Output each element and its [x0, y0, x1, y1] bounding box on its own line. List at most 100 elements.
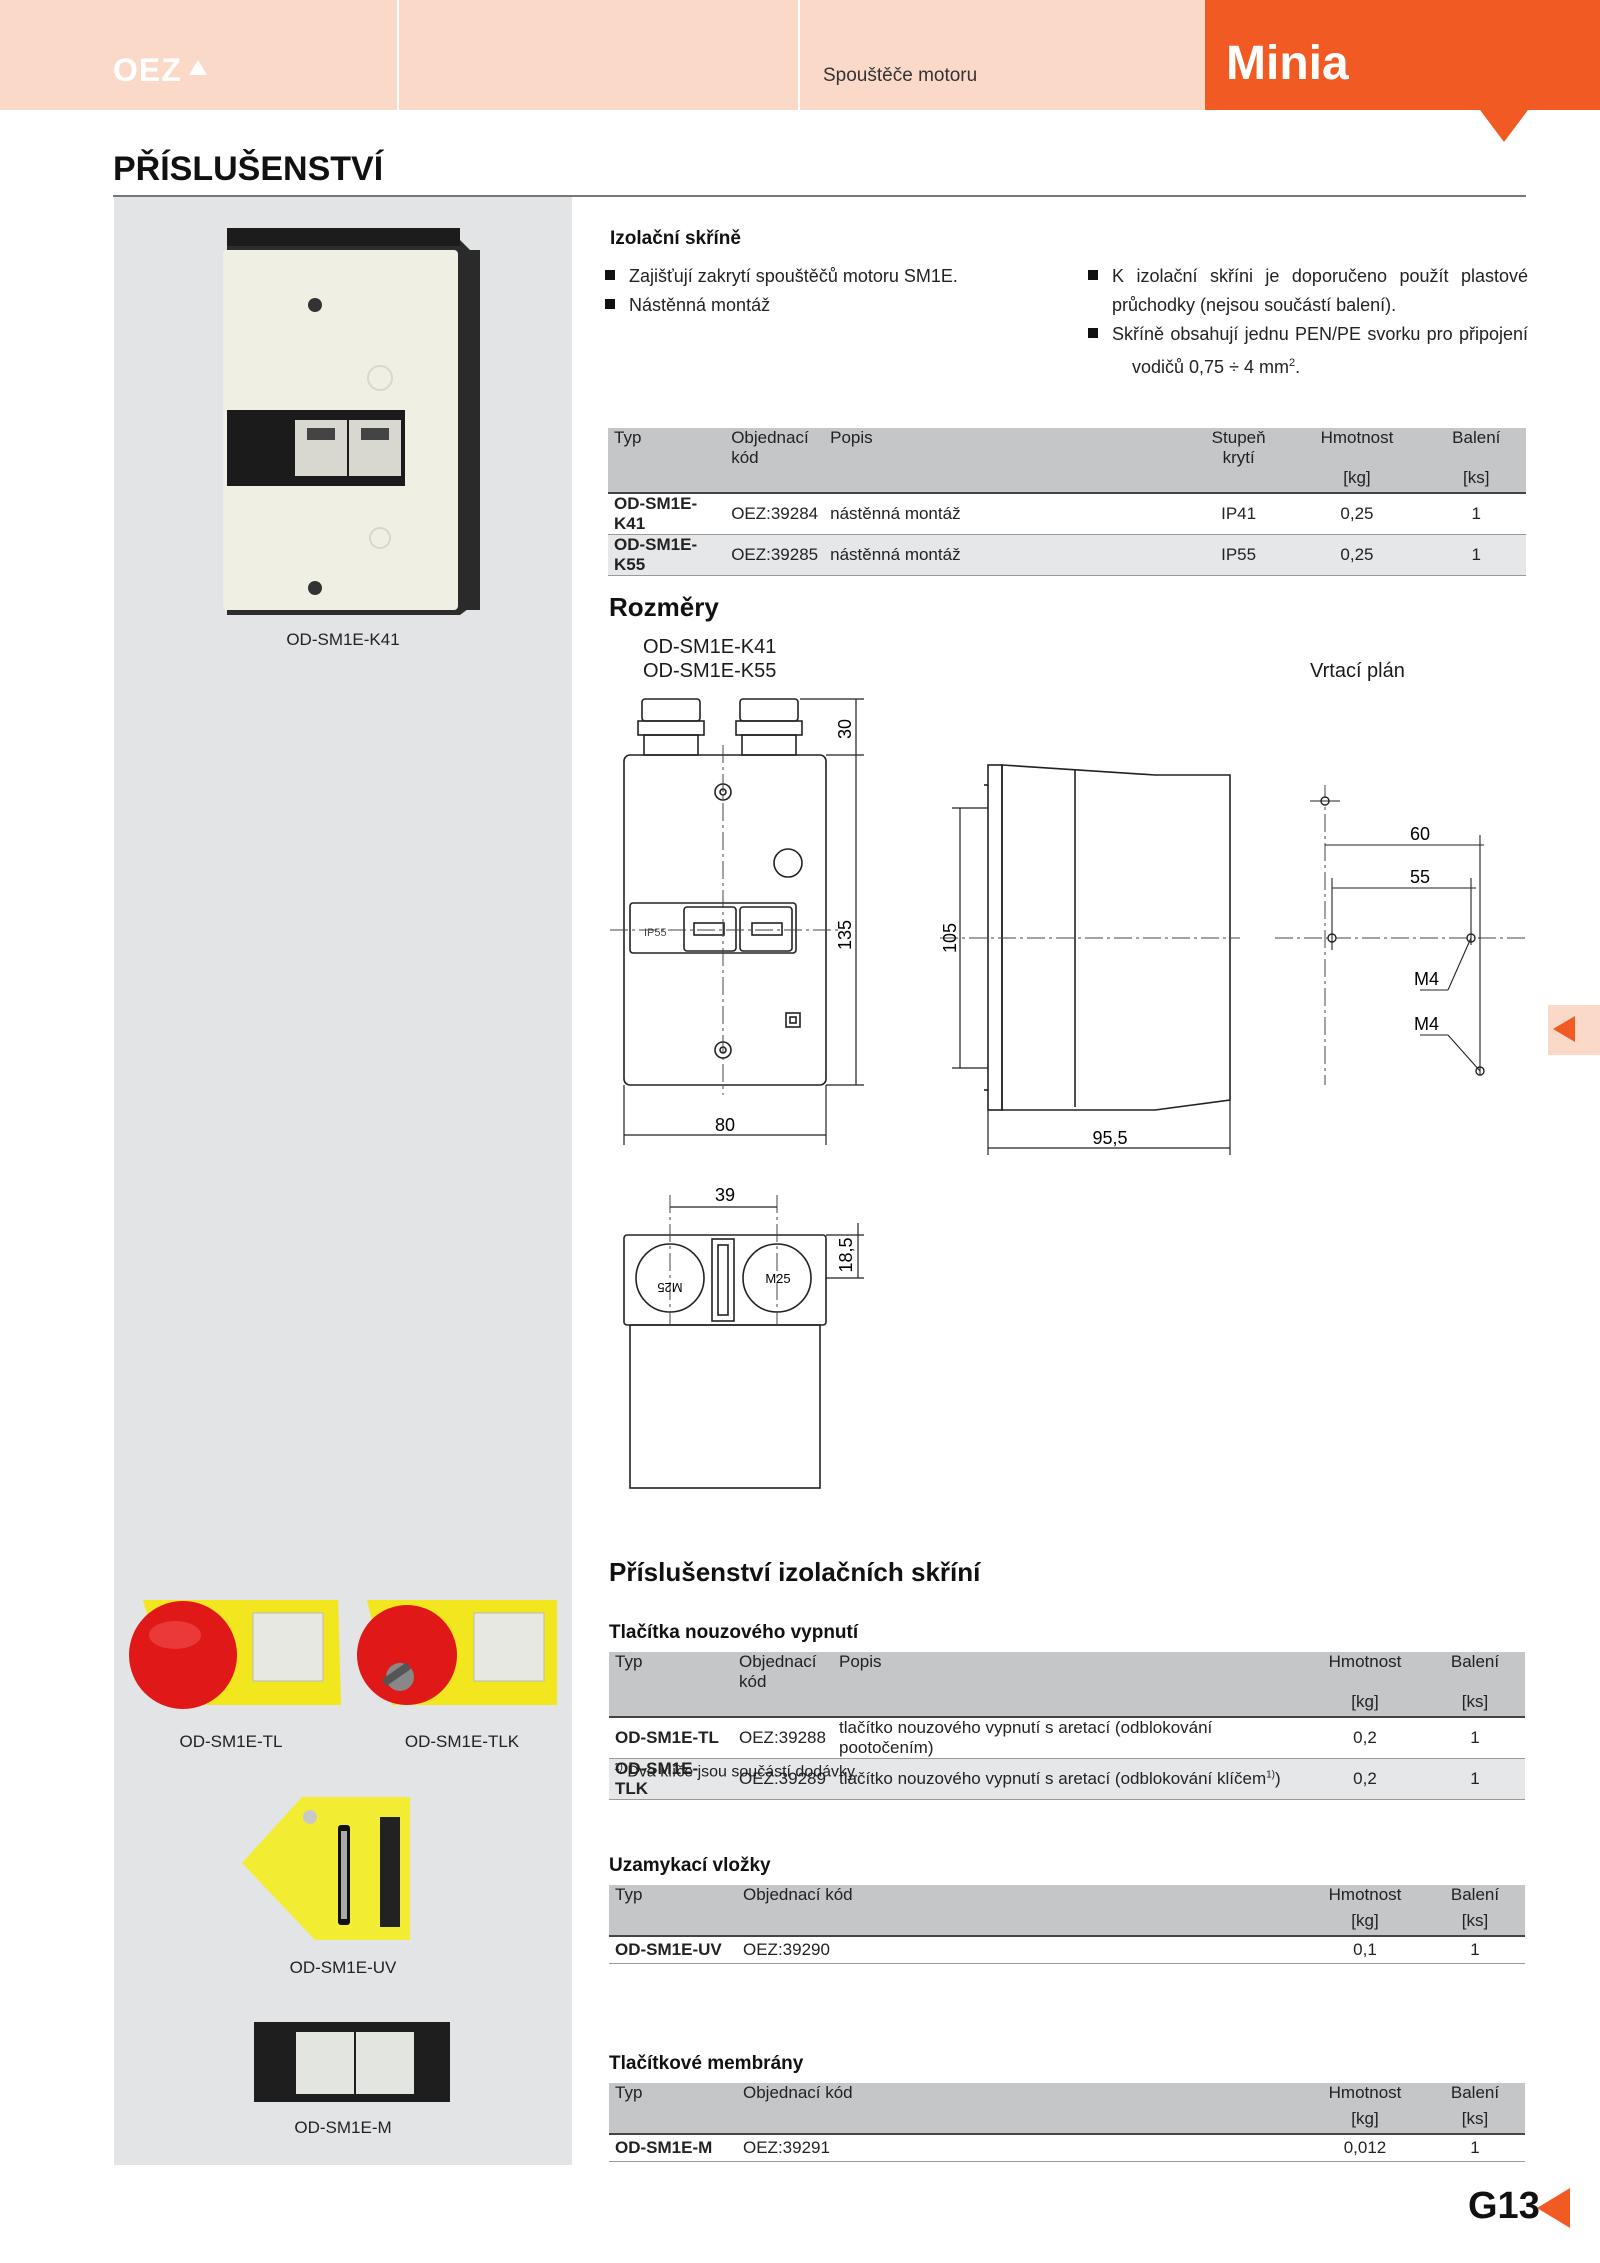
ip-label: IP55 — [644, 927, 667, 939]
col-unit-ks: [ks] — [1426, 468, 1526, 494]
header-category: Spouštěče motoru — [823, 65, 978, 86]
accessories-heading: Příslušenství izolačních skříní — [609, 1557, 981, 1587]
col-unit-kg: [kg] — [1305, 2109, 1425, 2135]
col-header-hmotnost: Hmotnost — [1287, 428, 1427, 468]
col-header-baleni: Balení — [1426, 428, 1526, 468]
col-header-typ: Typ — [609, 1885, 737, 1911]
table-row: OD-SM1E-K55 OEZ:39285 nástěnná montáž IP… — [608, 534, 1526, 576]
bullet-icon — [605, 299, 615, 310]
table-row: OD-SM1E-TL OEZ:39288 tlačítko nouzového … — [609, 1717, 1525, 1759]
col-unit-kg: [kg] — [1287, 468, 1427, 494]
list-item: Zajišťují zakrytí spouštěčů motoru SM1E. — [605, 262, 1065, 291]
col-header-typ: Typ — [609, 2083, 737, 2109]
caption-tl: OD-SM1E-TL — [179, 1732, 283, 1751]
header-bar — [0, 0, 1205, 110]
membrane-photo — [254, 2022, 450, 2102]
lock-insert-photo — [242, 1797, 410, 1940]
drill-plan-drawing: 60 55 M4 M4 — [1275, 785, 1525, 1085]
enclosures-heading: Izolační skříně — [610, 228, 741, 249]
dim-side-depth: 95,5 — [1092, 1128, 1127, 1148]
col-unit-ks: [ks] — [1425, 2109, 1525, 2135]
bullet-icon — [605, 270, 615, 281]
list-item: Nástěnná montáž — [605, 291, 1065, 320]
table-row: OD-SM1E-TLK OEZ:39289 tlačítko nouzového… — [609, 1758, 1525, 1800]
header-divider — [397, 0, 399, 110]
col-header-baleni: Balení — [1425, 1885, 1525, 1911]
col-header-hmotnost: Hmotnost — [1305, 1885, 1425, 1911]
caption-tlk: OD-SM1E-TLK — [404, 1732, 520, 1751]
gland-label-2: M25 — [765, 1271, 790, 1286]
top-view-drawing: 39 18,5 M25 M25 — [623, 1185, 864, 1489]
list-item-continuation: vodičů 0,75 ÷ 4 mm2. — [1132, 357, 1301, 377]
col-unit-ks: [ks] — [1425, 1911, 1525, 1937]
col-header-popis: Popis — [833, 1652, 1305, 1692]
list-item: Skříně obsahují jednu PEN/PE svorku pro … — [1088, 320, 1528, 349]
dim-top-height: 18,5 — [836, 1237, 856, 1272]
emergency-table: Typ Objednací kód Popis Hmotnost Balení … — [609, 1652, 1525, 1800]
dimensions-model-1: OD-SM1E-K41 — [643, 636, 777, 658]
col-unit-ks: [ks] — [1425, 1692, 1525, 1718]
dim-drill-inner: 55 — [1410, 867, 1430, 887]
dim-gland-height: 30 — [835, 719, 855, 739]
dim-front-height: 135 — [835, 920, 855, 950]
header-divider — [798, 0, 800, 110]
col-header-kryti: Stupeň krytí — [1189, 428, 1288, 468]
dim-side-height: 105 — [940, 923, 960, 953]
dim-screw-1: M4 — [1414, 969, 1439, 989]
list-item-continuation: průchodky (nejsou součástí balení). — [1112, 295, 1397, 315]
col-header-kod: Objednací kód — [737, 2083, 1305, 2109]
table-row: OD-SM1E-M OEZ:39291 0,012 1 — [609, 2134, 1525, 2162]
bullet-icon — [1088, 328, 1098, 339]
dimensions-heading: Rozměry — [609, 592, 719, 622]
page-title: PŘÍSLUŠENSTVÍ — [113, 150, 384, 188]
membranes-heading: Tlačítkové membrány — [609, 2053, 804, 2074]
enclosures-bullets-right: K izolační skříni je doporučeno použít p… — [1088, 262, 1528, 382]
col-header-hmotnost: Hmotnost — [1305, 2083, 1425, 2109]
locks-table: Typ Objednací kód Hmotnost Balení [kg] [… — [609, 1885, 1525, 1964]
col-header-kod: Objednací kód — [725, 428, 825, 468]
gland-label-1: M25 — [657, 1280, 682, 1295]
caption-k41: OD-SM1E-K41 — [286, 630, 400, 649]
col-header-baleni: Balení — [1425, 2083, 1525, 2109]
section-arrow-icon — [1553, 1016, 1575, 1042]
col-header-popis: Popis — [824, 428, 1190, 468]
brand-arrow-icon — [1480, 110, 1528, 142]
page-number: G13 — [1468, 2185, 1540, 2227]
col-unit-kg: [kg] — [1305, 1692, 1425, 1718]
footnote: 1) Dva klíče jsou součástí dodávky. — [614, 1762, 859, 1781]
bullet-icon — [1088, 270, 1098, 281]
col-header-typ: Typ — [608, 428, 726, 468]
drill-plan-label: Vrtací plán — [1310, 660, 1405, 682]
membranes-table: Typ Objednací kód Hmotnost Balení [kg] [… — [609, 2083, 1525, 2162]
col-unit-kg: [kg] — [1305, 1911, 1425, 1937]
dimensions-model-2: OD-SM1E-K55 — [643, 660, 777, 682]
enclosures-bullets-left: Zajišťují zakrytí spouštěčů motoru SM1E.… — [605, 262, 1065, 320]
page-arrow-icon — [1537, 2188, 1570, 2228]
side-view-drawing: 105 95,5 — [940, 764, 1240, 1155]
dim-screw-2: M4 — [1414, 1014, 1439, 1034]
col-header-typ: Typ — [609, 1652, 733, 1692]
list-item: K izolační skříni je doporučeno použít p… — [1088, 262, 1528, 291]
col-header-kod: Objednací kód — [737, 1885, 1305, 1911]
table-row: OD-SM1E-K41 OEZ:39284 nástěnná montáž IP… — [608, 493, 1526, 535]
emergency-button-tl-photo — [129, 1600, 341, 1709]
emergency-heading: Tlačítka nouzového vypnutí — [609, 1622, 859, 1643]
col-header-kod: Objednací kód — [733, 1652, 833, 1692]
dim-drill-outer: 60 — [1410, 824, 1430, 844]
col-header-hmotnost: Hmotnost — [1305, 1652, 1425, 1692]
emergency-button-tlk-photo — [357, 1600, 557, 1705]
table-row: OD-SM1E-UV OEZ:39290 0,1 1 — [609, 1936, 1525, 1964]
col-header-baleni: Balení — [1425, 1652, 1525, 1692]
front-view-drawing: IP55 80 135 30 — [610, 698, 864, 1145]
enclosures-table: Typ Objednací kód Popis Stupeň krytí Hmo… — [608, 428, 1526, 576]
logo-triangle-icon — [189, 60, 207, 75]
enclosure-photo — [223, 228, 480, 615]
title-rule — [113, 195, 1526, 197]
locks-heading: Uzamykací vložky — [609, 1855, 771, 1876]
dim-front-width: 80 — [715, 1115, 735, 1135]
brand-box — [1205, 0, 1600, 110]
caption-m: OD-SM1E-M — [294, 2118, 392, 2137]
dim-top-spacing: 39 — [715, 1185, 735, 1205]
brand-name: Minia — [1226, 37, 1349, 90]
caption-uv: OD-SM1E-UV — [289, 1958, 397, 1977]
